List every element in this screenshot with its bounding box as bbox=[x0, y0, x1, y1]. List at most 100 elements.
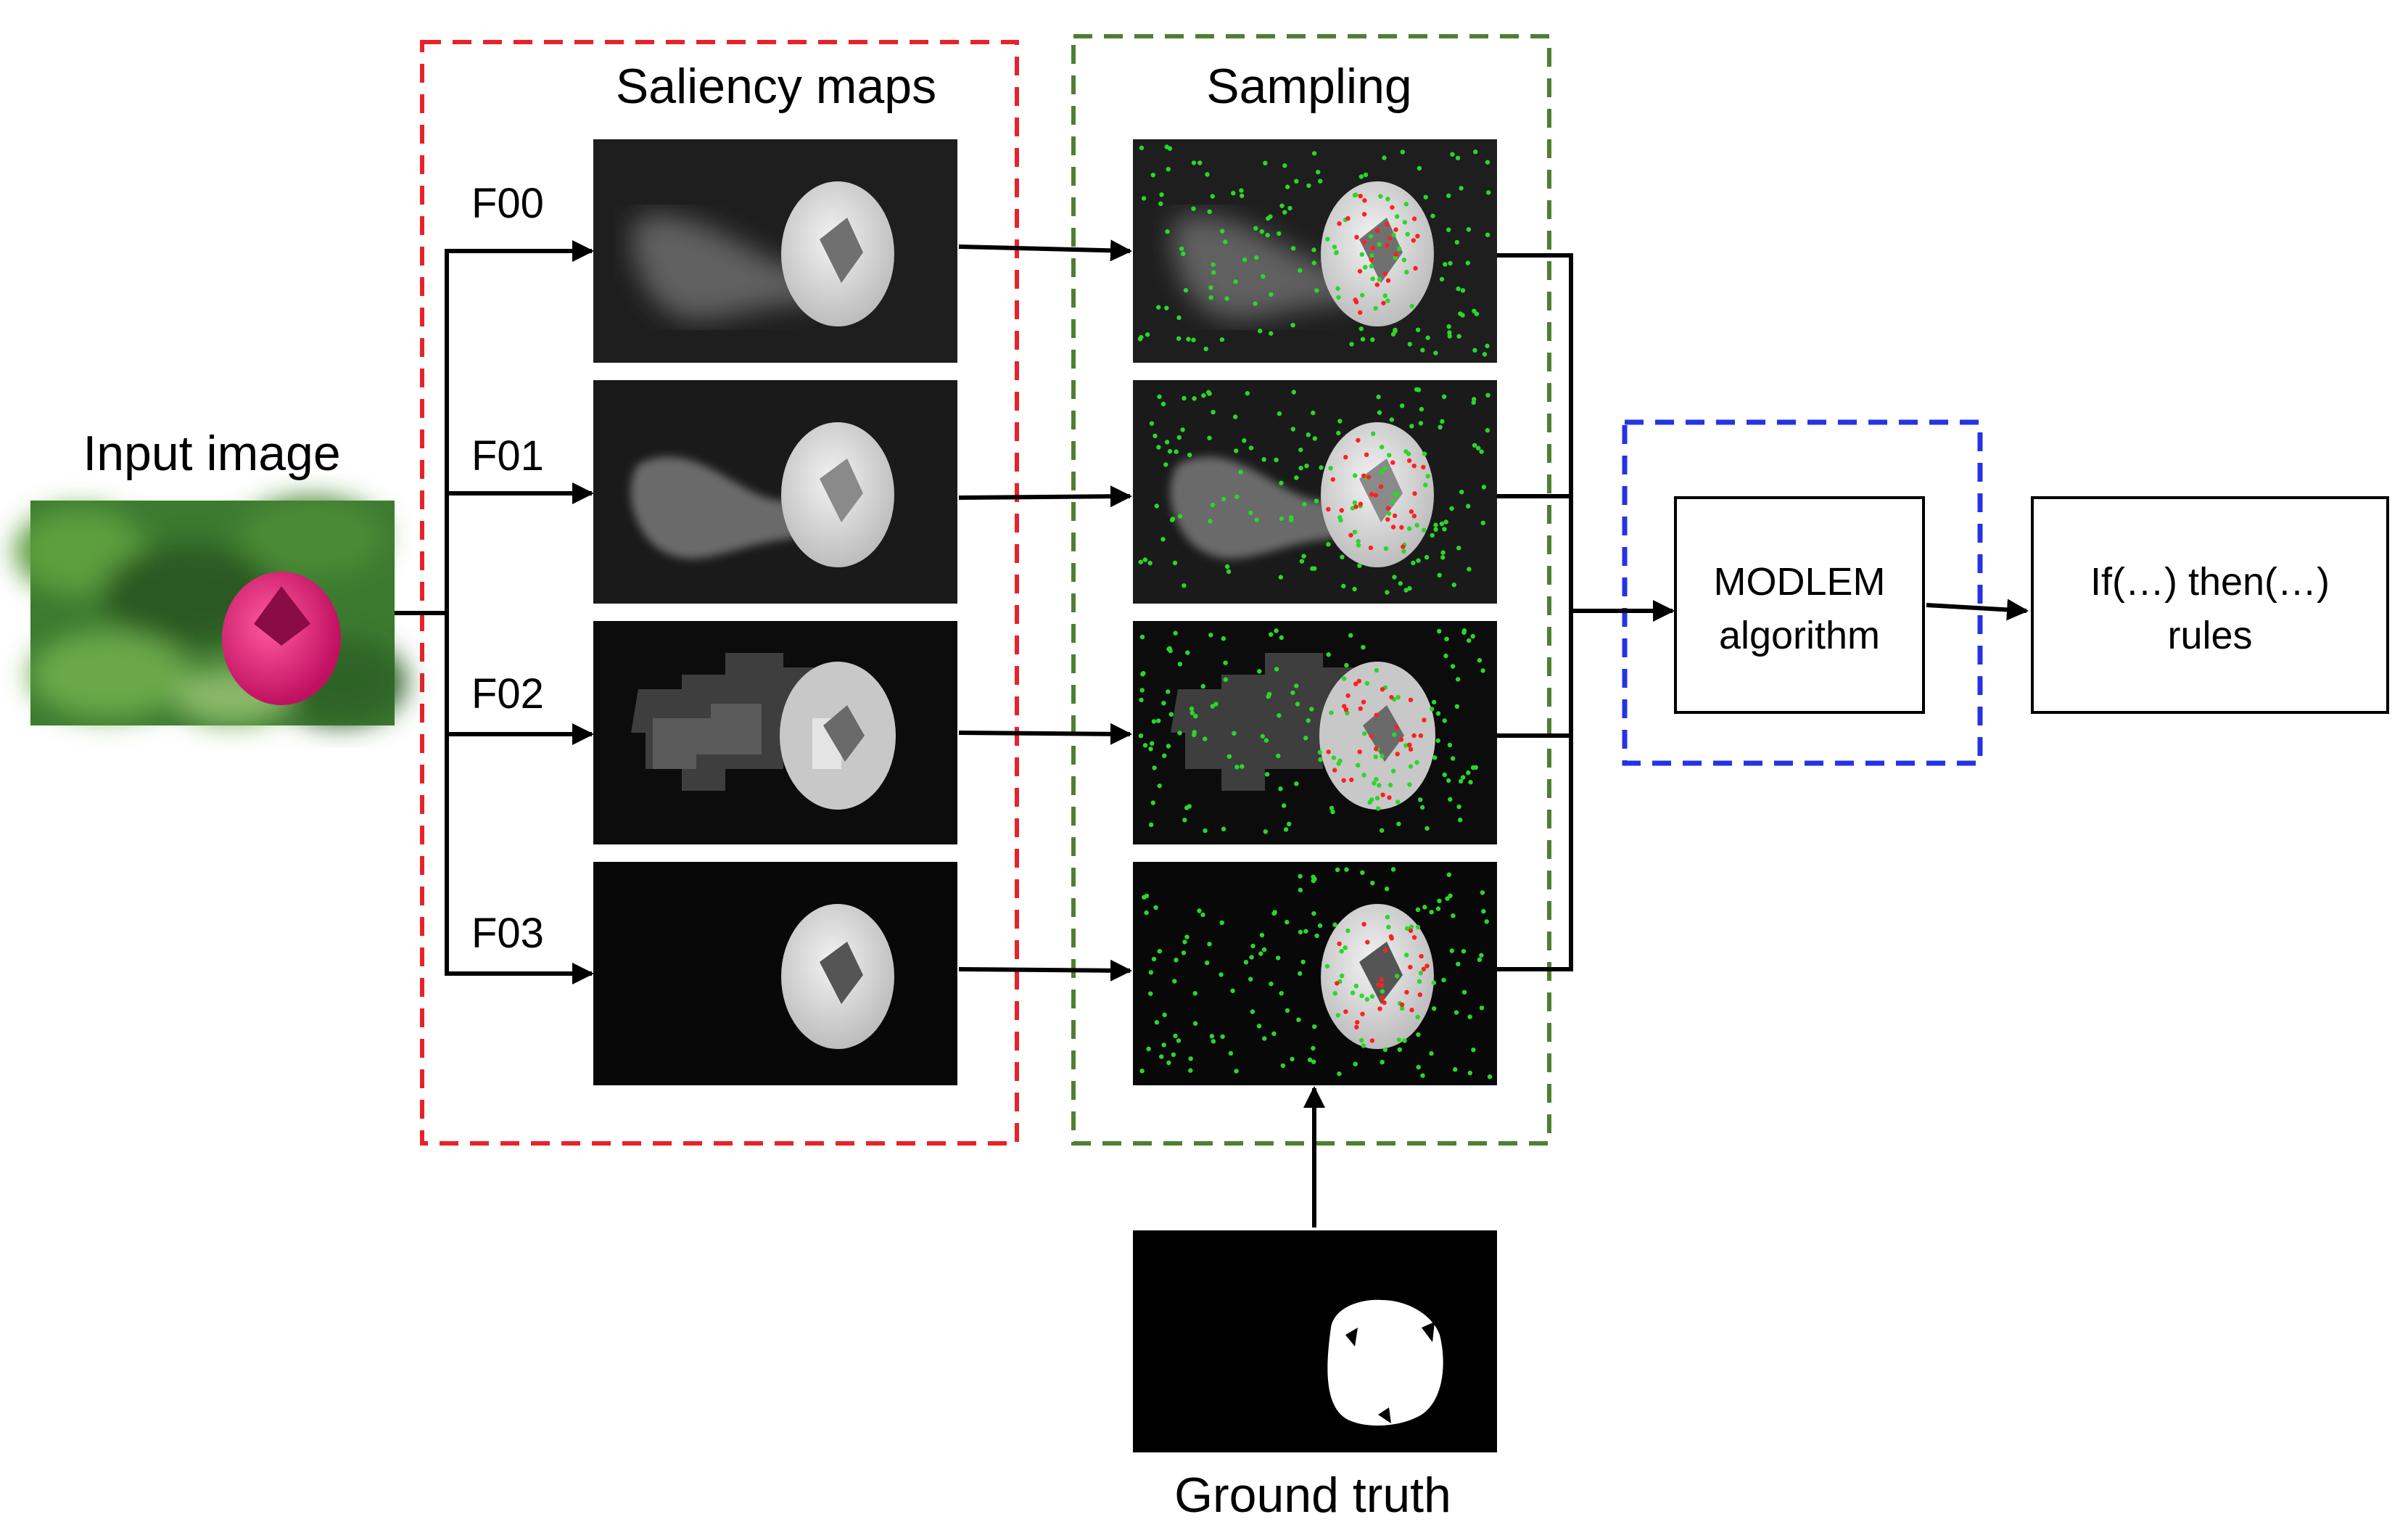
negative-sample-point bbox=[1417, 979, 1422, 984]
negative-sample-point bbox=[1348, 633, 1353, 638]
negative-sample-point bbox=[1182, 939, 1187, 945]
negative-sample-point bbox=[1466, 770, 1471, 776]
input-image-label: Input image bbox=[83, 426, 340, 481]
negative-sample-point bbox=[1432, 1006, 1437, 1011]
negative-sample-point bbox=[1256, 1024, 1262, 1029]
negative-sample-point bbox=[1142, 895, 1147, 900]
negative-sample-point bbox=[1282, 803, 1287, 808]
negative-sample-point bbox=[1481, 909, 1486, 914]
negative-sample-point bbox=[1431, 980, 1437, 985]
negative-sample-point bbox=[1269, 331, 1274, 336]
positive-sample-point bbox=[1406, 458, 1412, 464]
positive-sample-point bbox=[1349, 777, 1354, 783]
positive-sample-point bbox=[1361, 212, 1367, 217]
positive-sample-point bbox=[1369, 492, 1374, 497]
negative-sample-point bbox=[1208, 519, 1213, 524]
negative-sample-point bbox=[1219, 337, 1225, 342]
negative-sample-point bbox=[1360, 870, 1365, 876]
negative-sample-point bbox=[1167, 146, 1173, 151]
positive-sample-point bbox=[1385, 517, 1390, 522]
sampling-to-modlem-connector bbox=[1497, 253, 1675, 971]
positive-sample-point bbox=[1353, 300, 1359, 305]
negative-sample-point bbox=[1329, 710, 1334, 715]
positive-sample-point bbox=[1387, 236, 1393, 241]
negative-sample-point bbox=[1261, 274, 1266, 279]
negative-sample-point bbox=[1290, 1056, 1295, 1062]
negative-sample-point bbox=[1429, 910, 1434, 915]
negative-sample-point bbox=[1454, 704, 1460, 709]
positive-sample-point bbox=[1393, 252, 1398, 257]
negative-sample-point bbox=[1437, 572, 1442, 577]
positive-sample-point bbox=[1343, 455, 1348, 460]
negative-sample-point bbox=[1200, 912, 1205, 918]
negative-sample-point bbox=[1383, 546, 1389, 551]
negative-sample-point bbox=[1274, 667, 1279, 672]
negative-sample-point bbox=[1290, 246, 1296, 251]
negative-sample-point bbox=[1377, 410, 1382, 415]
negative-sample-point bbox=[1207, 435, 1212, 440]
negative-sample-point bbox=[1482, 352, 1488, 357]
positive-sample-point bbox=[1387, 795, 1392, 800]
negative-sample-point bbox=[1329, 805, 1335, 811]
negative-sample-point bbox=[1303, 736, 1308, 741]
negative-sample-point bbox=[1446, 193, 1451, 198]
negative-sample-point bbox=[1279, 203, 1285, 208]
negative-sample-point bbox=[1221, 496, 1226, 502]
negative-sample-point bbox=[1370, 881, 1375, 886]
negative-sample-point bbox=[1151, 719, 1157, 724]
positive-sample-point bbox=[1399, 1002, 1405, 1008]
negative-sample-point bbox=[1375, 806, 1381, 811]
positive-sample-point bbox=[1404, 990, 1409, 995]
negative-sample-point bbox=[1377, 783, 1382, 788]
positive-sample-point bbox=[1377, 1006, 1382, 1011]
negative-sample-point bbox=[1269, 982, 1274, 987]
negative-sample-point bbox=[1380, 828, 1385, 833]
negative-sample-point bbox=[1277, 231, 1282, 237]
negative-sample-point bbox=[1393, 329, 1398, 334]
negative-sample-point bbox=[1261, 457, 1266, 462]
negative-sample-point bbox=[1164, 305, 1169, 311]
negative-sample-point bbox=[1166, 1060, 1171, 1066]
positive-sample-point bbox=[1373, 493, 1379, 498]
negative-sample-point bbox=[1146, 1046, 1151, 1052]
negative-sample-point bbox=[1369, 263, 1374, 268]
negative-sample-point bbox=[1287, 821, 1292, 827]
negative-sample-point bbox=[1441, 977, 1446, 983]
feature-label-f02: F02 bbox=[471, 670, 544, 717]
negative-sample-point bbox=[1448, 260, 1453, 266]
negative-sample-point bbox=[1164, 440, 1170, 445]
negative-sample-point bbox=[1182, 583, 1187, 588]
negative-sample-point bbox=[1311, 878, 1316, 884]
negative-sample-point bbox=[1290, 427, 1296, 432]
negative-sample-point bbox=[1341, 676, 1347, 681]
positive-sample-point bbox=[1354, 1024, 1359, 1030]
positive-sample-point bbox=[1411, 935, 1417, 940]
negative-sample-point bbox=[1374, 667, 1380, 673]
negative-sample-point bbox=[1353, 1061, 1358, 1066]
negative-sample-point bbox=[1364, 680, 1370, 686]
negative-sample-point bbox=[1332, 244, 1337, 250]
negative-sample-point bbox=[1359, 1037, 1364, 1043]
saliency-maps-title: Saliency maps bbox=[616, 59, 936, 114]
negative-sample-point bbox=[1238, 469, 1243, 474]
negative-sample-point bbox=[1407, 782, 1412, 787]
negative-sample-point bbox=[1455, 677, 1461, 682]
negative-sample-point bbox=[1416, 1032, 1421, 1037]
negative-sample-point bbox=[1260, 733, 1266, 739]
negative-sample-point bbox=[1186, 337, 1191, 342]
negative-sample-point bbox=[1370, 337, 1375, 342]
negative-sample-point bbox=[1211, 270, 1216, 275]
negative-sample-point bbox=[1279, 480, 1284, 485]
positive-sample-point bbox=[1358, 501, 1364, 506]
positive-sample-point bbox=[1374, 282, 1380, 287]
negative-sample-point bbox=[1429, 1050, 1434, 1056]
negative-sample-point bbox=[1144, 910, 1149, 916]
negative-sample-point bbox=[1157, 784, 1162, 789]
negative-sample-point bbox=[1353, 473, 1358, 478]
negative-sample-point bbox=[1269, 632, 1274, 637]
negative-sample-point bbox=[1440, 419, 1445, 424]
positive-sample-point bbox=[1399, 525, 1404, 530]
negative-sample-point bbox=[1350, 990, 1356, 995]
negative-sample-point bbox=[1298, 887, 1303, 893]
positive-sample-point bbox=[1412, 491, 1417, 496]
